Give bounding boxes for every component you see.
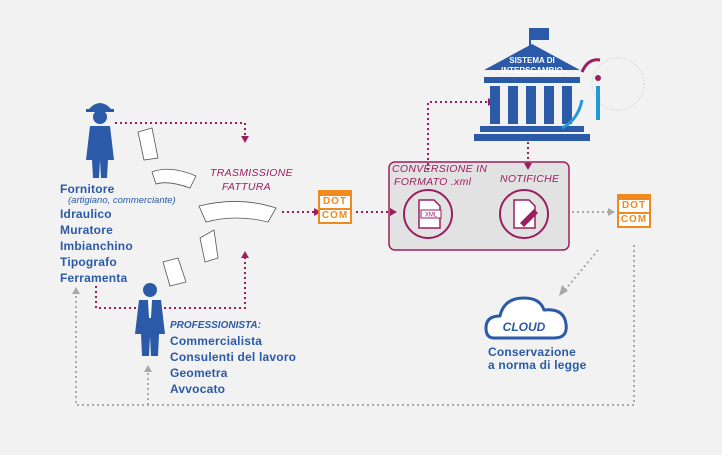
- notifications-label: NOTIFICHE: [500, 173, 560, 185]
- professional-roles-list: Commercialista Consulenti del lavoro Geo…: [170, 333, 296, 397]
- cloud-icon: CLOUD: [484, 296, 568, 340]
- sdi-logo-mark: [561, 57, 645, 130]
- government-building-icon: SISTEMA DI INTERSCAMBIO: [474, 28, 590, 141]
- transmission-label-line2: FATTURA: [222, 181, 271, 193]
- magenta-flow-arrows: [95, 101, 529, 309]
- dotcom-logo-right: DOT COM: [617, 194, 651, 228]
- supplier-role: Tipografo: [60, 255, 117, 269]
- supplier-role: Muratore: [60, 223, 113, 237]
- professional-role: Geometra: [170, 366, 228, 380]
- supplier-subtitle: (artigiano, commerciante): [68, 195, 176, 206]
- transmission-label-line1: TRASMISSIONE: [210, 167, 293, 179]
- paper-sheet-icon: [137, 127, 277, 287]
- supplier-title: Fornitore: [60, 182, 115, 196]
- grey-arrowheads: [72, 208, 615, 372]
- worker-hardhat-icon: [86, 103, 114, 178]
- grey-flow-arrows: [75, 211, 635, 406]
- cloud-caption-line2: a norma di legge: [488, 358, 587, 372]
- conversion-label-line2: FORMATO .xml: [394, 176, 472, 188]
- dotcom-logo-left: DOT COM: [318, 190, 352, 224]
- professional-role: Commercialista: [170, 334, 263, 348]
- sdi-label-line1: SISTEMA DI: [509, 56, 554, 65]
- supplier-role: Ferramenta: [60, 271, 128, 285]
- professional-role: Avvocato: [170, 382, 226, 396]
- dotcom-line1: DOT: [320, 196, 350, 208]
- edit-document-icon: [499, 189, 549, 239]
- xml-file-icon: XML: [403, 189, 453, 239]
- dotcom-line1: DOT: [619, 200, 649, 212]
- supplier-role: Imbianchino: [60, 239, 133, 253]
- conversion-label-line1: CONVERSIONE IN: [392, 163, 488, 175]
- sdi-label-line2: INTERSCAMBIO: [501, 66, 563, 75]
- dotcom-line2: COM: [619, 214, 649, 226]
- businessman-icon: [135, 283, 165, 356]
- magenta-arrowheads: [241, 98, 532, 258]
- supplier-roles-list: Idraulico Muratore Imbianchino Tipografo…: [60, 206, 133, 286]
- xml-badge: XML: [425, 213, 438, 219]
- cloud-caption-line1: Conservazione: [488, 345, 576, 359]
- dotcom-line2: COM: [320, 210, 350, 222]
- professional-role: Consulenti del lavoro: [170, 350, 297, 364]
- cloud-label: CLOUD: [503, 320, 546, 334]
- professional-title: PROFESSIONISTA:: [170, 320, 261, 331]
- supplier-role: Idraulico: [60, 207, 112, 221]
